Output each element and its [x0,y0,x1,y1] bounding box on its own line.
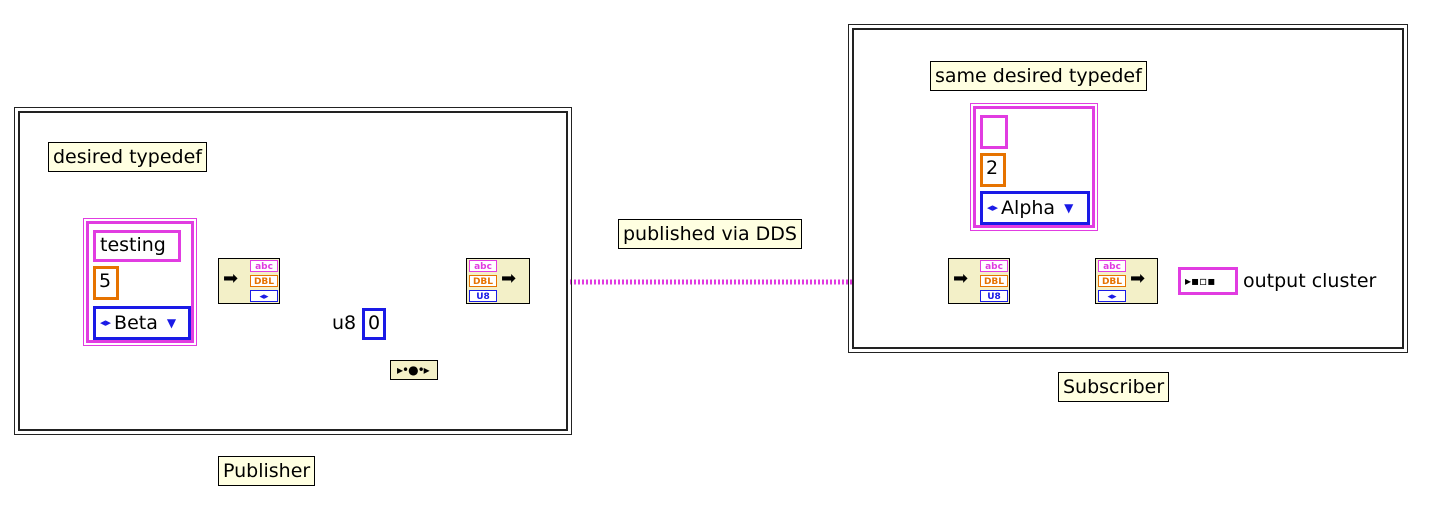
unbundle-row-string: abc [980,260,1008,272]
bundle-row-dbl: DBL [1098,275,1126,287]
arrow-right-icon: ➡ [223,268,239,289]
publisher-typedef-label: desired typedef [48,142,207,172]
cluster-indicator-icon: ▸▪▫▪ [1185,274,1216,288]
dds-wire-label: published via DDS [618,219,802,249]
subscriber-typedef-label: same desired typedef [930,61,1147,91]
subscriber-bundle-node[interactable]: abc DBL ◂▸ ➡ [1095,258,1158,304]
subscriber-enum-field[interactable]: ◂▸ Alpha ▼ [980,191,1090,225]
publisher-enum-field[interactable]: ◂▸ Beta ▼ [93,306,191,340]
publisher-bundle-node[interactable]: abc DBL U8 ➡ [466,258,530,304]
publisher-cluster-constant[interactable]: testing 5 ◂▸ Beta ▼ [83,218,197,346]
publisher-caption: Publisher [218,456,316,486]
arrow-right-icon: ➡ [953,268,969,289]
unbundle-row-dbl: DBL [980,275,1008,287]
subscriber-cluster-constant[interactable]: 2 ◂▸ Alpha ▼ [970,103,1098,231]
publisher-enum-value: Beta [114,312,158,334]
u8-constant[interactable]: 0 [362,308,387,340]
arrow-right-icon: ➡ [1130,268,1146,289]
u8-type-label: u8 [332,312,357,334]
enum-increment-icon[interactable]: ◂▸ [100,316,112,329]
subscriber-number-field[interactable]: 2 [980,153,1006,187]
publisher-unbundle-node[interactable]: ➡ abc DBL ◂▸ [218,258,280,304]
unbundle-row-dbl: DBL [250,275,278,287]
chevron-down-icon[interactable]: ▼ [166,316,177,330]
unbundle-row-u8: U8 [980,290,1008,302]
unbundle-row-enum: ◂▸ [250,290,278,302]
publisher-number-field[interactable]: 5 [93,266,119,300]
output-cluster-label: output cluster [1243,270,1377,292]
bundle-row-string: abc [469,260,497,272]
unbundle-row-string: abc [250,260,278,272]
subscriber-unbundle-node[interactable]: ➡ abc DBL U8 [948,258,1010,304]
output-cluster-indicator[interactable]: ▸▪▫▪ [1178,267,1238,295]
subscriber-enum-value: Alpha [1001,197,1056,219]
publisher-string-field[interactable]: testing [93,230,181,262]
bundle-row-string: abc [1098,260,1126,272]
chevron-down-icon[interactable]: ▼ [1064,201,1074,215]
subscriber-caption: Subscriber [1058,372,1170,402]
arrow-right-icon: ➡ [501,268,517,289]
bundle-row-enum: ◂▸ [1098,290,1126,302]
subscriber-string-field[interactable] [980,115,1008,149]
enum-increment-icon[interactable]: ◂▸ [987,201,999,214]
bundle-row-u8: U8 [469,290,497,302]
type-cast-icon: ▸•●•▸ [397,363,430,377]
type-cast-node[interactable]: ▸•●•▸ [390,360,438,380]
bundle-row-dbl: DBL [469,275,497,287]
